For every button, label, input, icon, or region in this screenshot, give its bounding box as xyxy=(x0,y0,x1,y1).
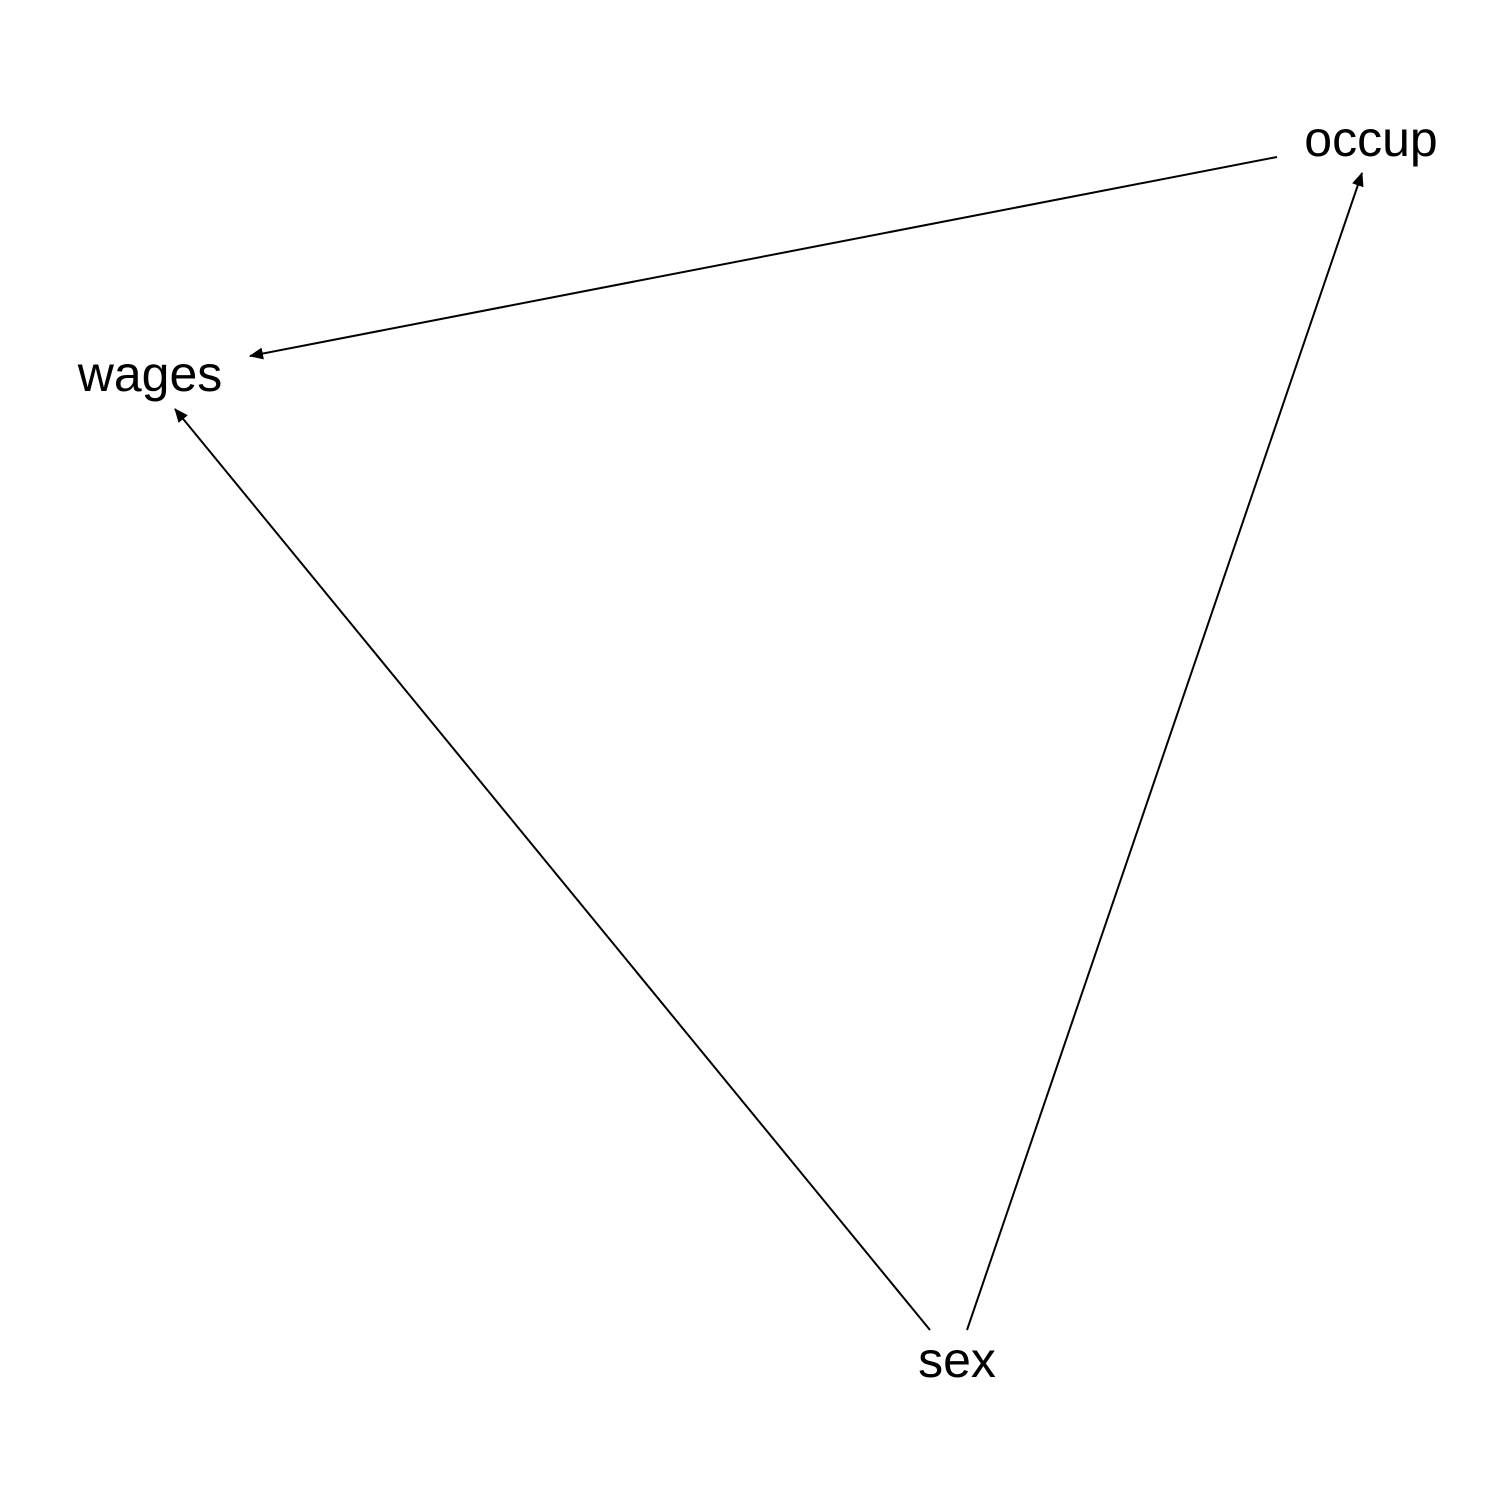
node-sex: sex xyxy=(918,1332,996,1388)
node-wages: wages xyxy=(77,346,223,402)
edge-sex-to-wages xyxy=(174,408,931,1331)
edge-sex-to-occup xyxy=(966,172,1364,1331)
edge-occup-to-wages xyxy=(249,156,1278,360)
node-occup: occup xyxy=(1304,111,1437,167)
